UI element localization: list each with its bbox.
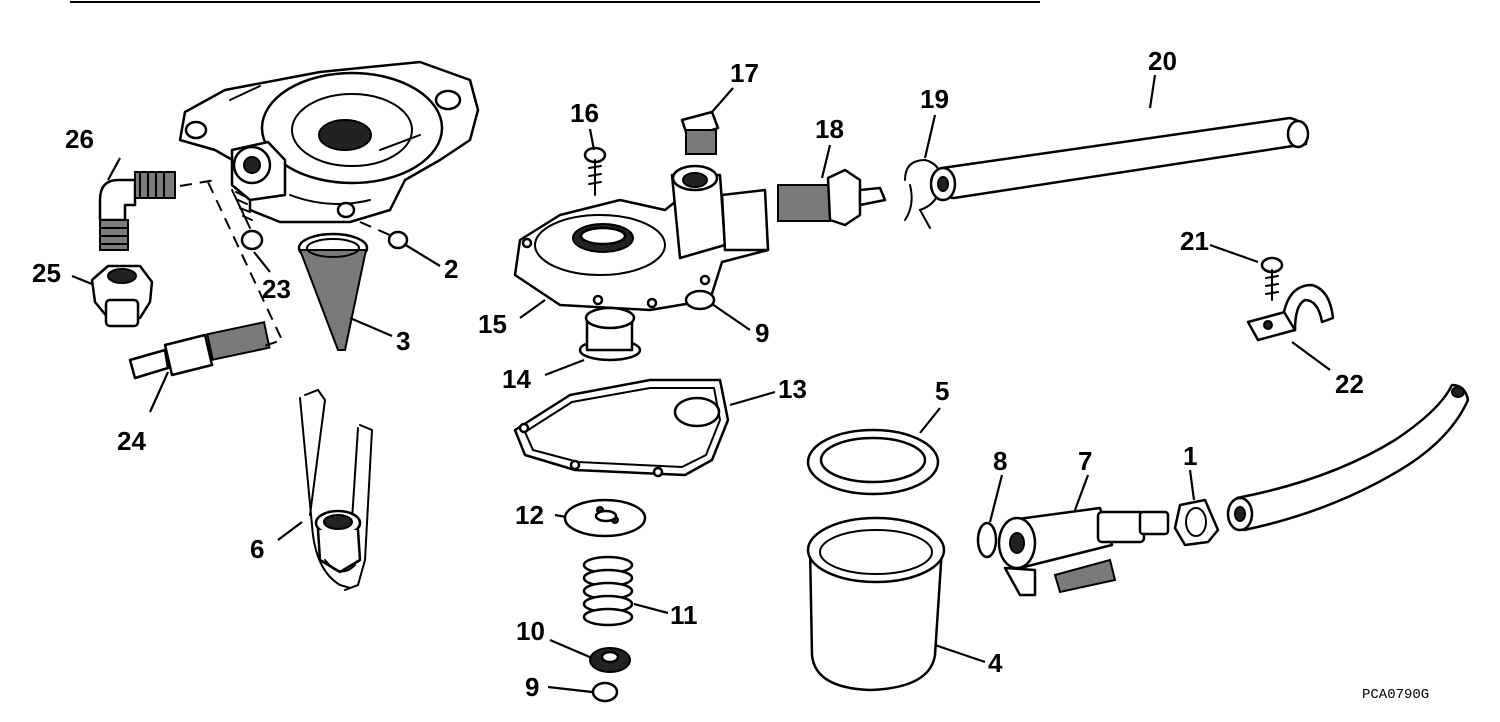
- filter-cover: [513, 164, 770, 312]
- fuel-connector: [997, 506, 1170, 597]
- callout-24: 24: [117, 426, 146, 456]
- callout-18: 18: [815, 114, 844, 144]
- callout-10: 10: [516, 616, 545, 646]
- callout-13: 13: [778, 374, 807, 404]
- fuel-hose-lower: [1226, 383, 1470, 532]
- o-ring-upper: [684, 289, 716, 311]
- cover-screw: [583, 146, 607, 196]
- callout-4: 4: [988, 648, 1003, 678]
- filter-screen: [297, 232, 369, 351]
- callout-8: 8: [993, 446, 1007, 476]
- callout-9-upper: 9: [755, 318, 769, 348]
- fuel-hose-upper: [929, 116, 1310, 202]
- callout-12: 12: [515, 500, 544, 530]
- callout-23: 23: [262, 274, 291, 304]
- callout-16: 16: [570, 98, 599, 128]
- small-plug: [387, 230, 409, 250]
- filter-bowl: [806, 516, 946, 692]
- callout-2: 2: [444, 254, 458, 284]
- callout-5: 5: [935, 376, 949, 406]
- callout-20: 20: [1148, 46, 1177, 76]
- cover-gasket: [513, 378, 730, 478]
- clip-screw: [1260, 256, 1284, 301]
- pump-housing: [178, 60, 480, 224]
- figure-code: PCA0790G: [1362, 687, 1429, 703]
- callout-22: 22: [1335, 369, 1364, 399]
- barbed-fitting: [128, 321, 271, 380]
- valve-disc: [563, 498, 647, 538]
- elbow-fitting: [98, 171, 176, 251]
- leader-lines: [71, 74, 1331, 694]
- check-valve: [589, 647, 631, 673]
- callout-9-lower: 9: [525, 672, 539, 702]
- connector-o-ring: [976, 521, 998, 559]
- bowl-seal-ring: [806, 428, 940, 496]
- cover-plug: [680, 110, 720, 155]
- fitting-nut: [90, 264, 154, 328]
- callout-14: 14: [502, 364, 531, 394]
- cover-seal: [578, 306, 642, 362]
- callout-21: 21: [1180, 226, 1209, 256]
- hose-clip: [1246, 283, 1335, 342]
- callout-19: 19: [920, 84, 949, 114]
- callout-25: 25: [32, 258, 61, 288]
- callout-26: 26: [65, 124, 94, 154]
- assembly-line-b: [359, 221, 393, 237]
- wire-bail: [299, 388, 374, 591]
- connector-nut: [1173, 498, 1220, 547]
- callout-3: 3: [396, 326, 410, 356]
- callout-1: 1: [1183, 441, 1197, 471]
- o-ring-lower: [591, 681, 619, 703]
- callout-7: 7: [1078, 446, 1092, 476]
- callout-6: 6: [250, 534, 264, 564]
- callout-15: 15: [478, 309, 507, 339]
- callout-labels: 26 25 24 23 2 3 6 16 17 18 19 20 15 14 9…: [32, 46, 1364, 702]
- callout-17: 17: [730, 58, 759, 88]
- housing-screw: [231, 189, 264, 251]
- valve-spring: [582, 555, 634, 627]
- hose-fitting: [777, 168, 887, 227]
- assembly-line-a: [179, 179, 284, 349]
- callout-11: 11: [670, 600, 698, 630]
